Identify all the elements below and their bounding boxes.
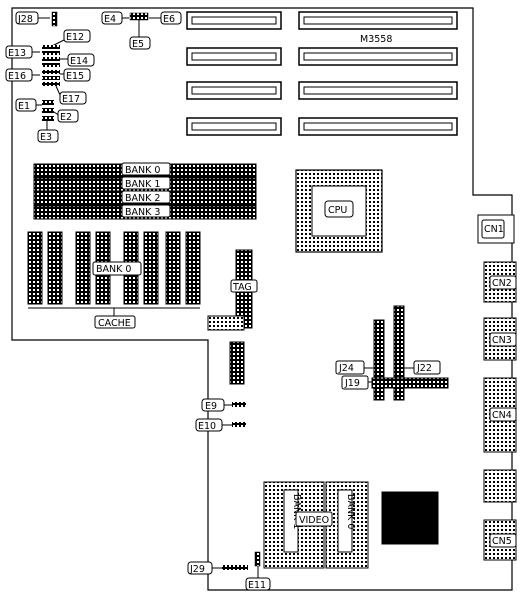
- svg-text:E17: E17: [62, 94, 80, 105]
- ram-banks: BANK 0 BANK 1 BANK 2 BANK 3: [33, 162, 257, 220]
- connector-blank: [483, 469, 517, 503]
- svg-text:E11: E11: [248, 580, 266, 591]
- svg-text:VIDEO: VIDEO: [299, 515, 329, 526]
- svg-text:E2: E2: [60, 112, 72, 123]
- ram-bank-1: BANK 1: [121, 176, 171, 190]
- svg-text:CN4: CN4: [492, 410, 512, 421]
- svg-text:E14: E14: [70, 56, 88, 67]
- header-j24: J24: [335, 319, 385, 401]
- svg-text:E16: E16: [8, 71, 26, 82]
- svg-text:E5: E5: [132, 39, 144, 50]
- svg-text:E10: E10: [198, 421, 216, 432]
- svg-text:CACHE: CACHE: [98, 318, 131, 329]
- header-j22: J22: [393, 305, 441, 401]
- svg-text:J29: J29: [189, 564, 205, 575]
- svg-text:E12: E12: [66, 32, 84, 43]
- svg-text:E6: E6: [163, 14, 175, 25]
- svg-text:BANK 3: BANK 3: [125, 207, 160, 218]
- connector-cn2: CN2: [483, 261, 517, 303]
- svg-text:J22: J22: [416, 363, 432, 374]
- svg-text:CN2: CN2: [492, 278, 512, 289]
- cache-chips: BANK 0 CACHE: [27, 231, 201, 329]
- svg-text:J19: J19: [344, 378, 360, 389]
- svg-text:J24: J24: [338, 363, 354, 374]
- svg-text:TAG: TAG: [232, 282, 252, 293]
- svg-text:CPU: CPU: [328, 205, 347, 216]
- svg-text:E1: E1: [18, 101, 30, 112]
- connector-cn5: CN5: [483, 519, 517, 561]
- ram-bank-3: BANK 3: [121, 204, 171, 218]
- svg-text:E9: E9: [205, 401, 217, 412]
- svg-text:CN3: CN3: [492, 335, 512, 346]
- svg-text:J28: J28: [17, 14, 33, 25]
- resistor-pack: [207, 315, 245, 331]
- svg-text:E15: E15: [66, 71, 84, 82]
- ram-bank-0: BANK 0: [121, 162, 171, 176]
- jumper-e4-e5-e6: E4 E6 E5: [101, 11, 182, 50]
- bios-chip: [229, 341, 245, 385]
- svg-text:CN5: CN5: [492, 536, 512, 547]
- jumper-e9: E9: [201, 398, 246, 412]
- connector-cn1: CN1: [477, 214, 515, 244]
- model-label: M3558: [360, 34, 392, 45]
- video-bank0-label: BANK 0: [345, 494, 356, 529]
- board-outline: [11, 7, 513, 591]
- jumper-e10: E10: [195, 418, 246, 432]
- expansion-slots: [186, 11, 458, 136]
- svg-text:E3: E3: [40, 132, 52, 143]
- cpu-socket: CPU: [295, 169, 383, 253]
- header-j29: J29: [187, 561, 248, 575]
- connector-cn4: CN4: [483, 377, 517, 453]
- video-chip: [381, 491, 439, 545]
- svg-text:BANK 2: BANK 2: [125, 193, 160, 204]
- jumper-e11: E11: [245, 551, 271, 591]
- ram-bank-2: BANK 2: [121, 190, 171, 204]
- video-memory: BANK 1 BANK 0 VIDEO: [263, 481, 369, 569]
- svg-text:E13: E13: [8, 48, 26, 59]
- header-j19: J19: [341, 375, 449, 390]
- svg-text:E4: E4: [104, 14, 116, 25]
- video-bank1-label: BANK 1: [291, 494, 302, 529]
- connector-cn3: CN3: [483, 317, 517, 361]
- svg-text:BANK 0: BANK 0: [125, 165, 160, 176]
- svg-text:BANK 1: BANK 1: [125, 179, 160, 190]
- svg-text:BANK 0: BANK 0: [96, 264, 131, 275]
- jumper-j28: J28: [15, 11, 58, 27]
- svg-text:CN1: CN1: [484, 224, 504, 235]
- jumper-cluster-e1-e3: E1 E2 E3: [15, 98, 79, 143]
- jumper-cluster-e12-e17: E12 E13 E14 E16 E15 E17: [5, 29, 95, 105]
